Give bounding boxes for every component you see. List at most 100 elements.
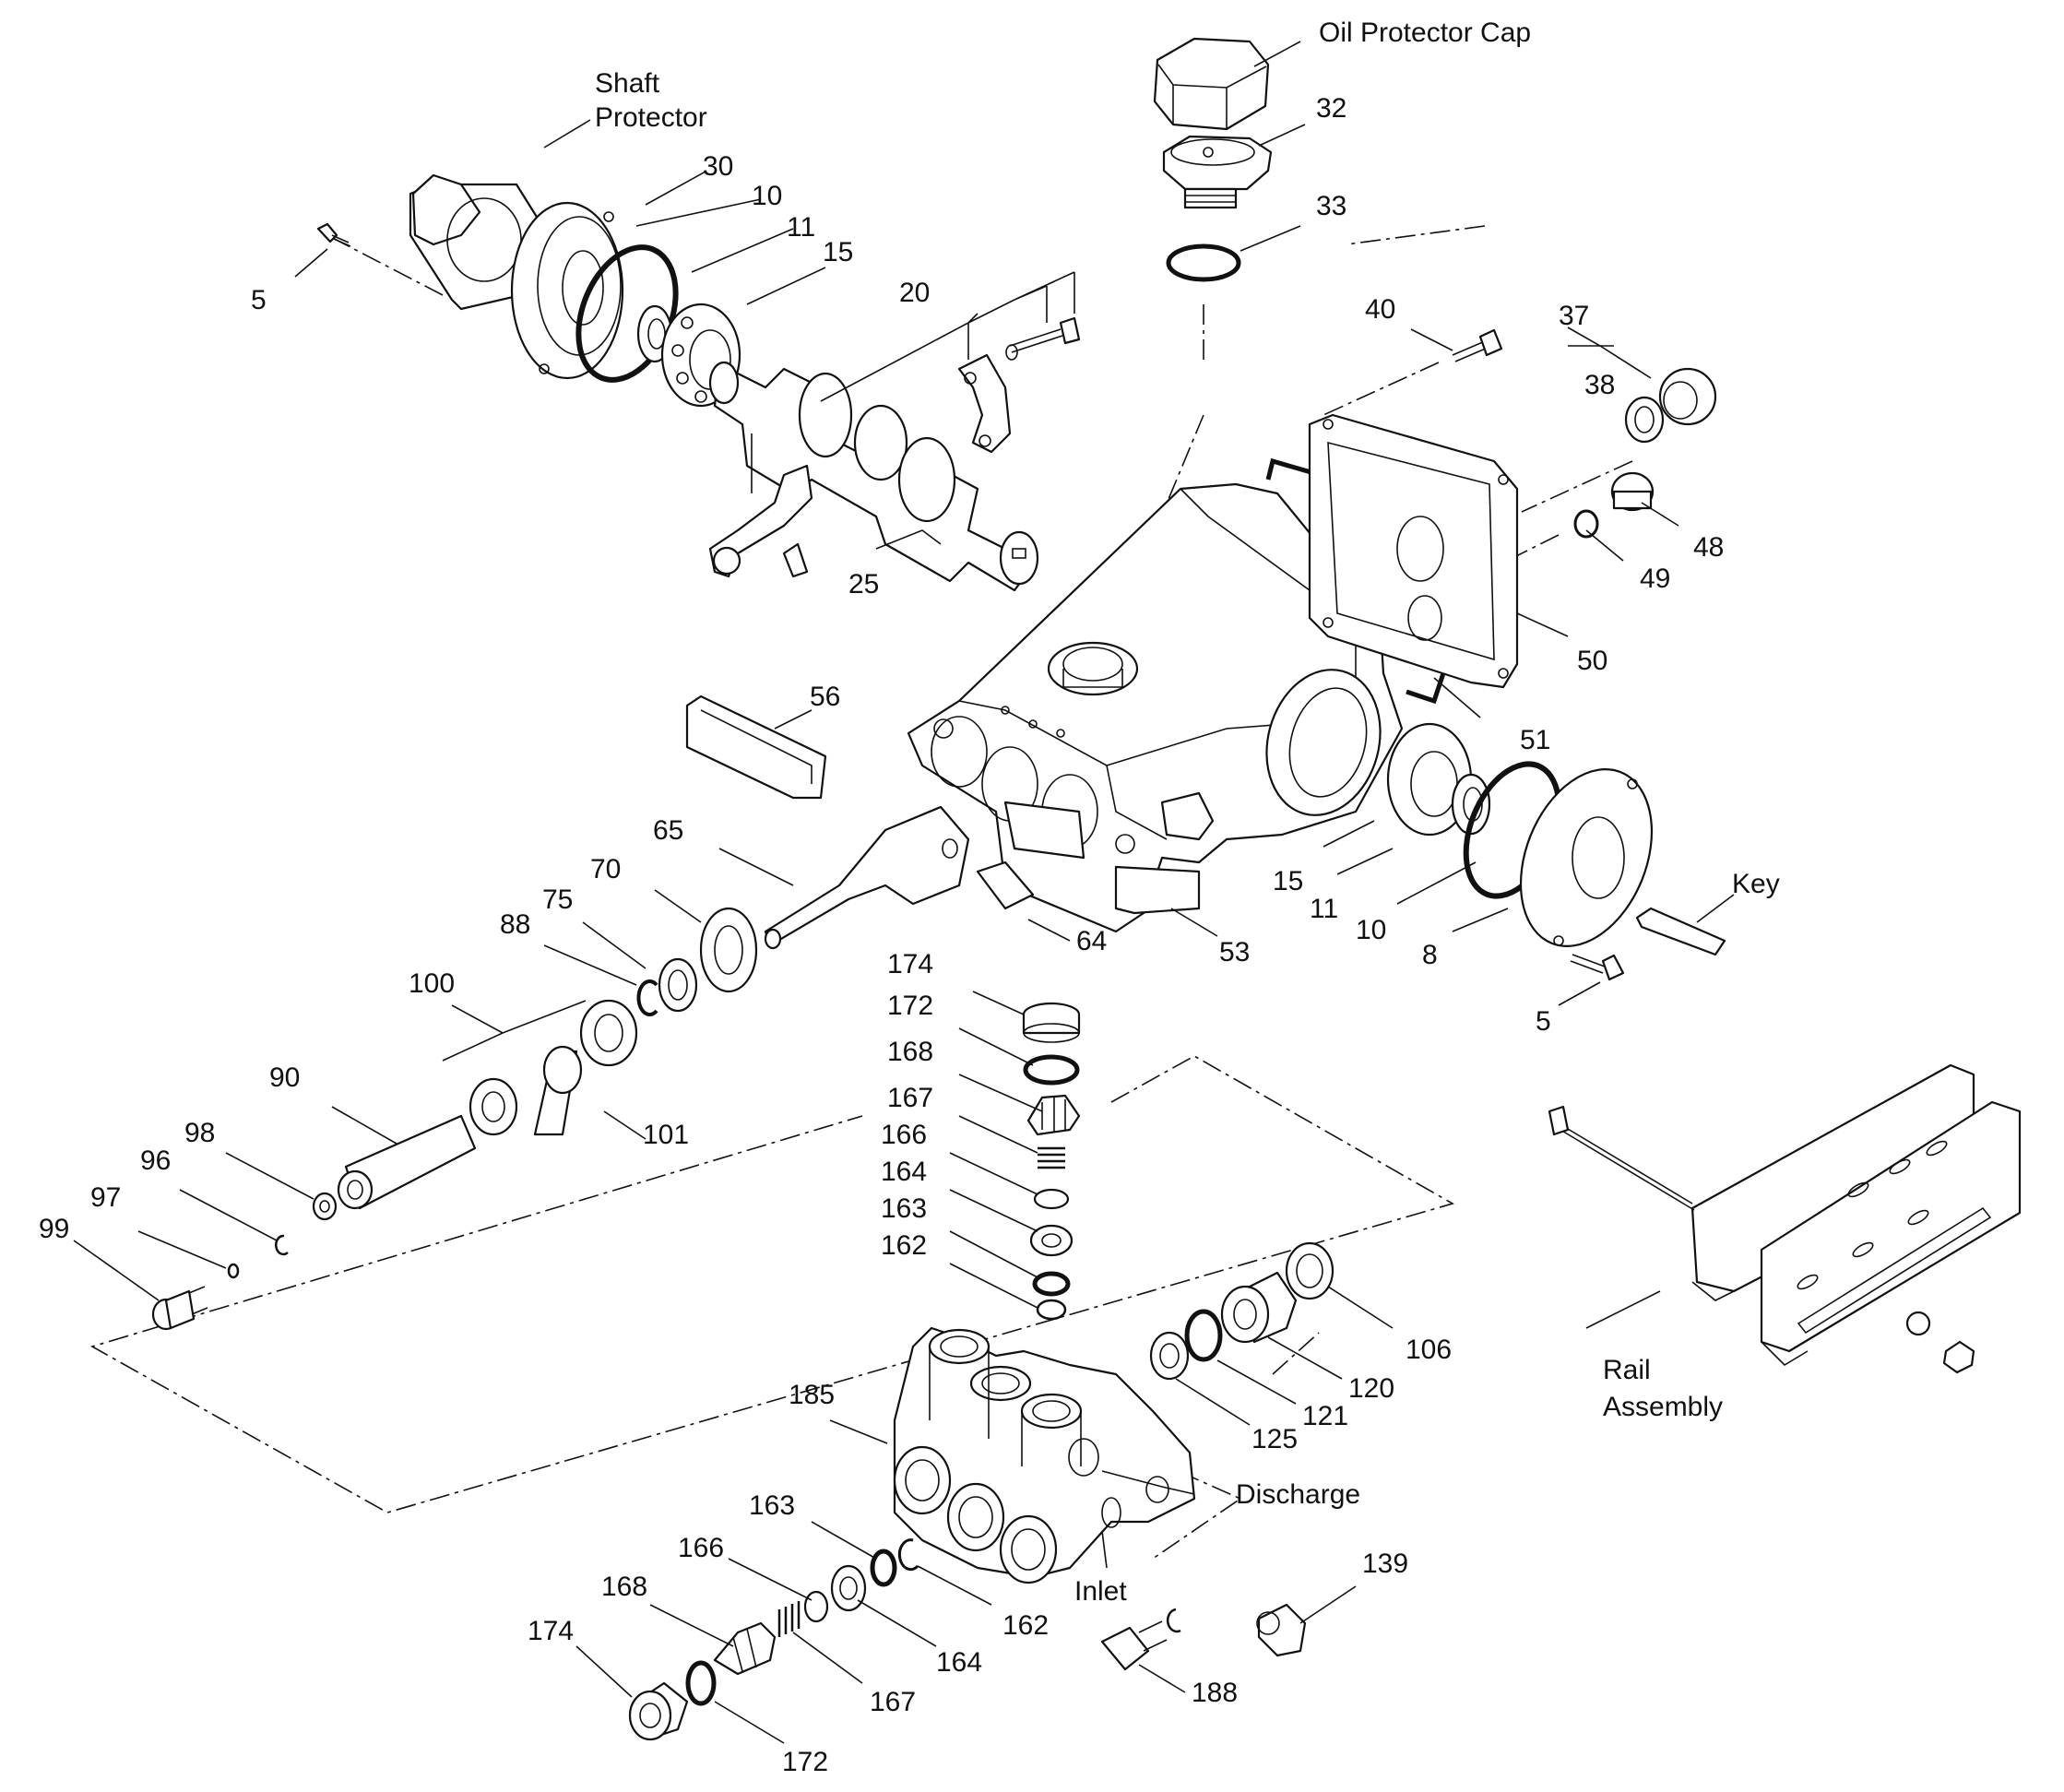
label-163-bottom: 163 — [749, 1490, 795, 1521]
label-100: 100 — [409, 968, 455, 999]
label-120: 120 — [1348, 1373, 1394, 1404]
label-101: 101 — [643, 1120, 689, 1150]
label-5-top: 5 — [251, 285, 267, 315]
label-172-bottom: 172 — [782, 1747, 828, 1777]
crankshaft-25 — [708, 361, 1039, 592]
label-99: 99 — [39, 1214, 69, 1244]
valve-retainer-168-top — [1026, 1094, 1081, 1136]
label-163-top: 163 — [881, 1193, 927, 1224]
label-49: 49 — [1640, 564, 1670, 594]
seal-retainer-120 — [1220, 1271, 1298, 1344]
c-ring-162-bottom — [897, 1538, 919, 1572]
c-ring-96 — [275, 1234, 289, 1256]
label-25: 25 — [848, 569, 879, 599]
leader-lines — [73, 41, 1735, 1744]
valve-plug-174-top — [1022, 1002, 1081, 1043]
label-30: 30 — [703, 151, 733, 182]
label-15-side: 15 — [1273, 866, 1303, 896]
label-167-bottom: 167 — [870, 1687, 916, 1717]
valve-166-top — [1033, 1188, 1070, 1210]
label-50: 50 — [1577, 646, 1607, 676]
label-125: 125 — [1251, 1424, 1298, 1454]
label-11-side: 11 — [1310, 894, 1338, 924]
label-38: 38 — [1584, 370, 1615, 400]
label-166-top: 166 — [881, 1120, 927, 1150]
label-90: 90 — [269, 1062, 300, 1093]
label-40: 40 — [1365, 294, 1395, 325]
crosshead-65 — [764, 805, 970, 950]
label-oil-protector-cap: Oil Protector Cap — [1319, 18, 1531, 48]
label-65: 65 — [653, 815, 683, 846]
label-97: 97 — [90, 1182, 121, 1213]
label-48: 48 — [1693, 532, 1724, 563]
label-96: 96 — [140, 1145, 171, 1176]
label-key: Key — [1732, 869, 1780, 899]
washer-98 — [312, 1192, 338, 1221]
crankcase-53 — [907, 482, 1404, 933]
label-106: 106 — [1406, 1335, 1452, 1365]
part-labels: Oil Protector Cap Shaft Protector 32 33 … — [39, 18, 1780, 1777]
label-discharge: Discharge — [1236, 1479, 1360, 1510]
rail-assembly-part — [1548, 1063, 2022, 1374]
rod-bolt-20 — [1005, 316, 1081, 361]
label-121: 121 — [1302, 1401, 1348, 1431]
label-166-bottom: 166 — [678, 1533, 724, 1563]
spring-167-bottom — [777, 1601, 801, 1637]
crosshead-pin-64 — [976, 860, 1035, 910]
label-11-top: 11 — [787, 212, 815, 243]
c-ring-88 — [636, 979, 658, 1016]
key-part — [1635, 907, 1726, 956]
label-64: 64 — [1076, 926, 1107, 956]
valve-seat-164-bottom — [830, 1564, 867, 1612]
label-20: 20 — [899, 278, 930, 308]
o-ring-172-top — [1023, 1054, 1080, 1086]
seal-106 — [1285, 1241, 1334, 1300]
label-5-side: 5 — [1536, 1006, 1551, 1037]
label-10-top: 10 — [752, 181, 782, 211]
label-174-bottom: 174 — [528, 1616, 574, 1646]
label-98: 98 — [184, 1118, 215, 1148]
label-shaft-protector-line2: Protector — [595, 102, 707, 133]
label-172-top: 172 — [887, 991, 933, 1021]
label-168-top: 168 — [887, 1037, 933, 1067]
o-ring-49 — [1573, 509, 1599, 539]
label-inlet: Inlet — [1074, 1576, 1127, 1607]
valve-166-bottom — [803, 1590, 829, 1623]
label-88: 88 — [500, 909, 530, 940]
drain-plug-48 — [1610, 471, 1655, 512]
label-164-top: 164 — [881, 1157, 927, 1187]
oil-fill-plug-32 — [1162, 135, 1273, 209]
label-162-bottom: 162 — [1002, 1610, 1049, 1641]
o-ring-121 — [1184, 1309, 1223, 1362]
rear-cover-50 — [1308, 413, 1519, 689]
connecting-rod-20-left — [708, 464, 813, 578]
valve-plug-174-bottom — [628, 1681, 689, 1741]
label-37: 37 — [1559, 301, 1589, 331]
retainer-100-101 — [469, 999, 638, 1136]
label-rail-assembly-line1: Rail — [1603, 1355, 1651, 1385]
o-ring-163-bottom — [870, 1549, 897, 1587]
label-32: 32 — [1316, 93, 1346, 124]
label-51: 51 — [1520, 725, 1550, 755]
label-10-side: 10 — [1356, 915, 1386, 945]
seal-75 — [658, 957, 698, 1013]
o-ring-33 — [1166, 243, 1241, 282]
seal-125 — [1149, 1331, 1190, 1381]
label-56: 56 — [810, 682, 840, 712]
o-ring-163-top — [1032, 1271, 1071, 1297]
label-167-top: 167 — [887, 1083, 933, 1113]
label-188: 188 — [1192, 1678, 1238, 1708]
plug-139 — [1256, 1603, 1307, 1657]
label-70: 70 — [590, 854, 621, 884]
spring-167-top — [1038, 1146, 1065, 1169]
label-174-top: 174 — [887, 949, 933, 979]
oil-protector-cap-part — [1153, 37, 1270, 131]
o-ring-38 — [1624, 396, 1665, 444]
c-ring-162-top — [1036, 1299, 1067, 1321]
o-ring-172-bottom — [685, 1660, 717, 1706]
label-162-top: 162 — [881, 1230, 927, 1261]
label-139: 139 — [1362, 1549, 1408, 1579]
bearing-cover-8 — [1519, 768, 1654, 947]
bearing-cover-30 — [510, 201, 624, 380]
screw-40 — [1452, 328, 1503, 362]
